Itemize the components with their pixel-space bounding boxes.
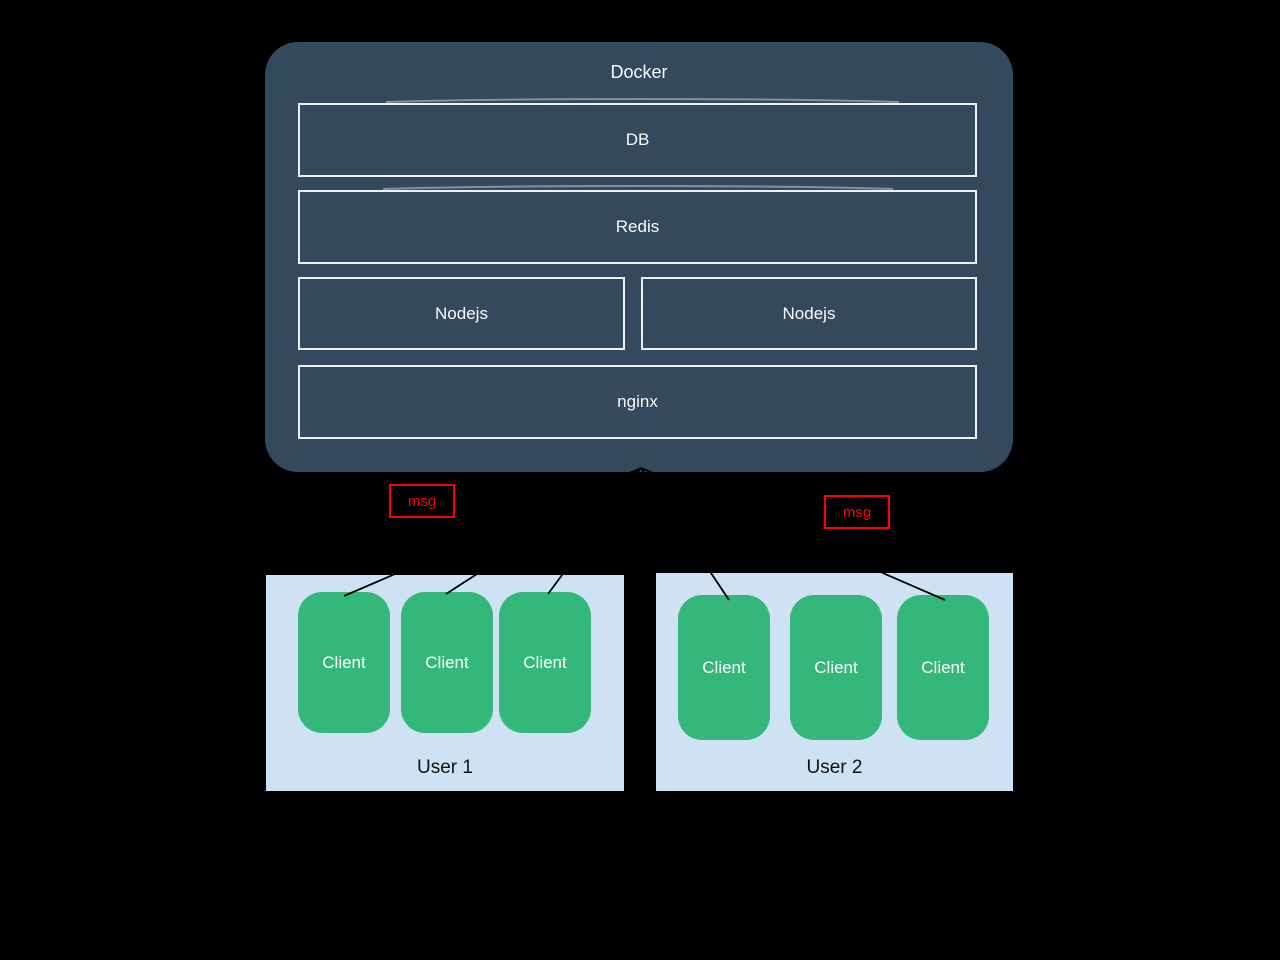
- client-label: Client: [702, 657, 746, 677]
- client-label: Client: [921, 657, 965, 677]
- service-box-nodejs-2: Nodejs: [641, 277, 977, 350]
- msg-label-2: msg: [842, 503, 872, 521]
- service-box-nginx: nginx: [298, 365, 977, 439]
- service-box-redis: Redis: [298, 190, 977, 264]
- user-group-label-2: User 2: [806, 757, 863, 778]
- service-box-nodejs-1: Nodejs: [298, 277, 625, 350]
- msg-badge-2: msg: [824, 495, 890, 529]
- client-label: Client: [322, 652, 366, 672]
- service-label-db: DB: [625, 130, 650, 149]
- service-box-db: DB: [298, 103, 977, 177]
- docker-container: Docker DB Redis Nodejs Nodejs nginx: [265, 42, 1013, 472]
- client-box: Client: [678, 595, 770, 740]
- client-box: Client: [401, 592, 493, 733]
- service-label-nodejs-1: Nodejs: [435, 303, 488, 323]
- user-group-label-1: User 1: [417, 757, 473, 778]
- user-group-2: Client Client Client User 2: [656, 573, 1013, 791]
- client-label: Client: [425, 652, 469, 672]
- service-label-nodejs-2: Nodejs: [782, 303, 836, 323]
- client-box: Client: [499, 592, 591, 733]
- client-box: Client: [298, 592, 390, 733]
- msg-badge-1: msg: [389, 484, 455, 518]
- user-group-1: Client Client Client User 1: [266, 575, 624, 791]
- client-label: Client: [523, 652, 567, 672]
- client-box: Client: [897, 595, 989, 740]
- msg-label-1: msg: [407, 492, 437, 510]
- client-label: Client: [814, 657, 858, 677]
- docker-title: Docker: [610, 62, 668, 82]
- service-label-redis: Redis: [615, 217, 660, 236]
- service-label-nginx: nginx: [617, 392, 658, 411]
- client-box: Client: [790, 595, 882, 740]
